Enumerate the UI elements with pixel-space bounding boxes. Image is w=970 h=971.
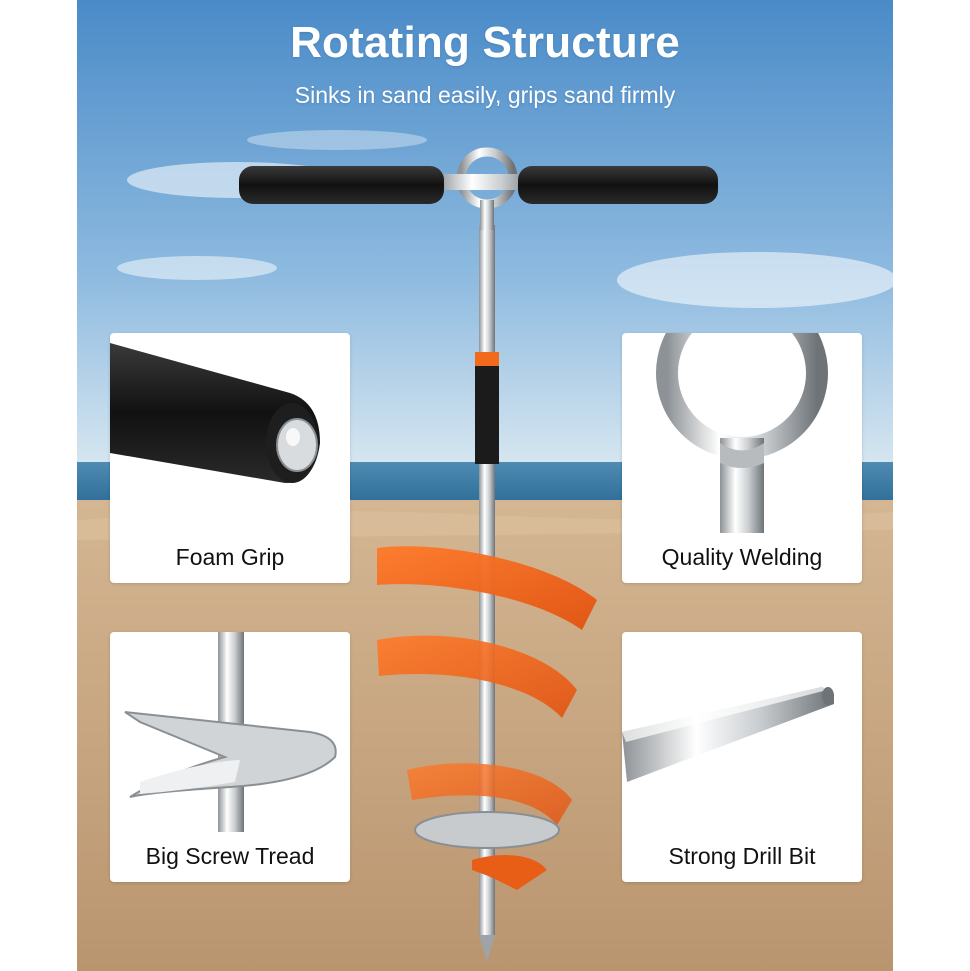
feature-label-quality-welding: Quality Welding xyxy=(661,544,823,570)
drill-bit-image xyxy=(622,687,834,782)
page-title: Rotating Structure xyxy=(290,18,680,67)
feature-card-strong-drill-bit: Strong Drill Bit xyxy=(622,632,862,882)
feature-label-foam-grip: Foam Grip xyxy=(175,544,285,570)
page-subtitle: Sinks in sand easily, grips sand firmly xyxy=(294,82,676,108)
foam-grip-image xyxy=(110,343,320,483)
feature-card-big-screw-tread: Big Screw Tread xyxy=(110,632,350,882)
feature-label-strong-drill-bit: Strong Drill Bit xyxy=(668,843,816,869)
feature-card-foam-grip: Foam Grip xyxy=(110,333,350,583)
feature-label-big-screw-tread: Big Screw Tread xyxy=(145,843,315,869)
feature-card-quality-welding: Quality Welding xyxy=(622,333,862,583)
product-banner: Rotating Structure Sinks in sand easily,… xyxy=(77,0,893,971)
welded-eye-image xyxy=(656,333,828,533)
screw-tread-image xyxy=(124,632,337,832)
